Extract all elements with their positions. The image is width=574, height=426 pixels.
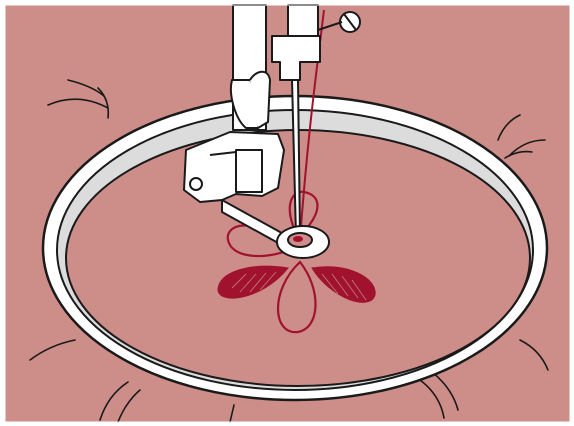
foot-screw bbox=[190, 178, 202, 190]
needle-bar bbox=[288, 5, 318, 40]
